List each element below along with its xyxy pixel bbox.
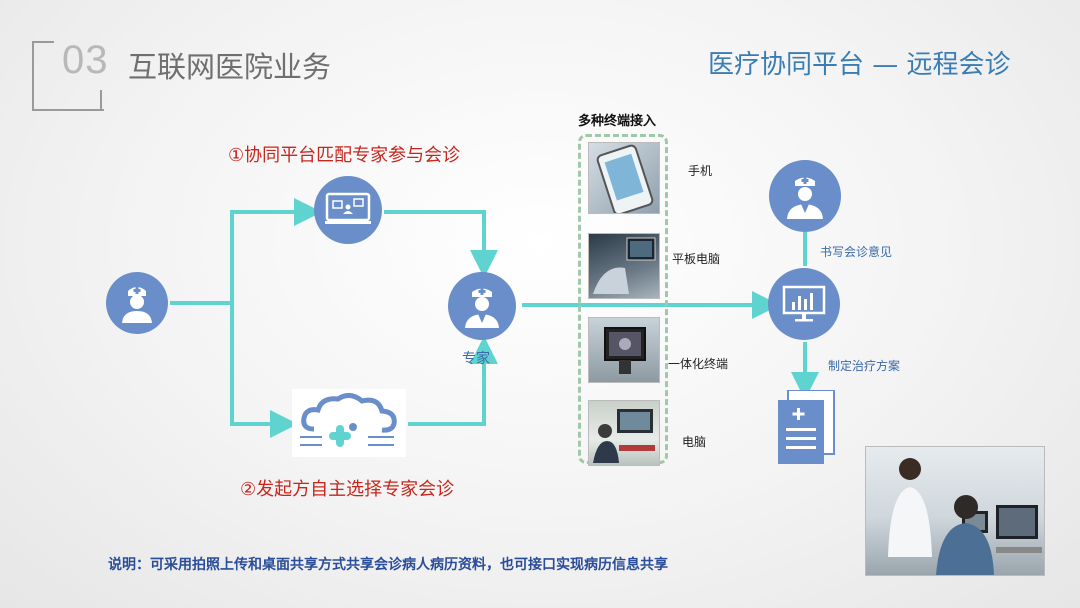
tablet-icon [593,237,656,294]
write-opinion-label: 书写会诊意见 [820,245,893,259]
expert-label: 专家 [462,351,490,367]
note-text: 说明：可采用拍照上传和桌面共享方式共享会诊病人病历资料，也可接口实现病历信息共享 [108,557,668,573]
doctor-icon [465,288,499,328]
doctor-icon [787,177,823,219]
consultation-photo [865,446,1045,576]
tablet-photo [588,233,660,299]
title-frame-top [32,41,54,43]
cloud-medical-icon [300,393,397,447]
cloud-node [292,389,406,457]
phone-photo [588,142,660,214]
telemedicine-icon [325,192,371,224]
treatment-document [776,389,836,466]
platform-to-expert-arrow [384,210,498,278]
page-title: 互联网医院业务 [128,50,332,84]
document-stack-icon [778,389,835,464]
phone-icon [596,144,654,213]
integrated-terminal-photo [588,317,660,383]
route2-label: ②发起方自主选择专家会诊 [240,479,455,500]
section-number: 03 [62,38,109,82]
monitor-chart-icon [782,285,826,322]
terminal-label-phone: 手机 [688,164,713,178]
opinion-doctor-node [769,160,841,232]
terminals-title: 多种终端接入 [578,114,657,129]
consultation-scene-icon [888,458,1042,575]
computer-photo [588,400,660,466]
patient-node [106,272,168,334]
cloud-to-expert-arrow [408,336,498,426]
patient-icon [122,287,152,323]
title-frame-right [100,90,102,109]
monitor-node [768,268,840,340]
terminal-label-integrated: 一体化终端 [668,357,729,371]
route1-arrow [230,198,322,303]
integrated-terminal-icon [604,327,646,374]
treatment-plan-label: 制定治疗方案 [828,359,901,373]
terminal-label-computer: 电脑 [682,435,707,449]
platform-node [314,176,382,244]
title-frame [32,41,104,111]
page-subtitle: 医疗协同平台 — 远程会诊 [708,50,1011,80]
computer-icon [593,409,655,463]
route1-label: ①协同平台匹配专家参与会诊 [228,145,461,166]
route2-arrow [230,303,298,438]
expert-node [448,272,516,340]
terminal-label-tablet: 平板电脑 [672,252,721,266]
